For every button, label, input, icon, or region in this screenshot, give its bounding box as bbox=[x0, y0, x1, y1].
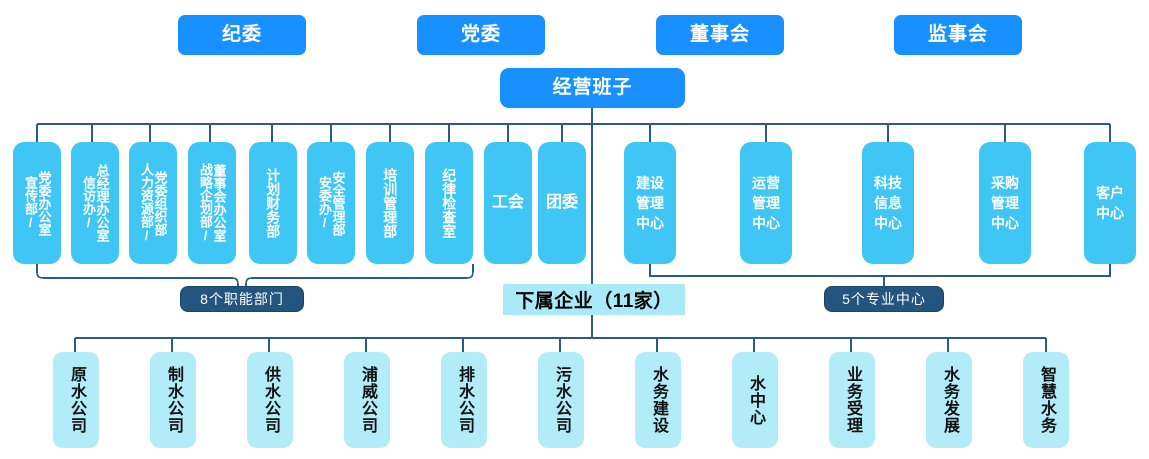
subsidiary-box-10[interactable]: 智慧水务 bbox=[1023, 352, 1069, 448]
caption-label: 下属企业（11家） bbox=[515, 291, 673, 312]
dept-label-line1: 纪律检查室 bbox=[441, 168, 458, 238]
center-label-line: 科技 bbox=[874, 174, 902, 191]
subsidiary-box-9[interactable]: 水务发展 bbox=[926, 352, 972, 448]
center-label-line: 管理 bbox=[991, 194, 1019, 211]
mass-org-box-gonghui[interactable]: 工会 bbox=[484, 142, 532, 264]
dept-label-line2: 安全管理部 bbox=[330, 170, 346, 236]
mass-org-label: 工会 bbox=[491, 193, 524, 211]
executive-label: 经营班子 bbox=[552, 77, 633, 99]
center-label-line: 信息 bbox=[874, 194, 902, 211]
center-box-4[interactable]: 客户 中心 bbox=[1084, 142, 1136, 264]
center-label: 建设 管理 中心 bbox=[636, 173, 664, 234]
dept-box-2[interactable]: 人力资源部/ 党委组织部 bbox=[129, 142, 177, 264]
subsidiary-label: 智慧水务 bbox=[1037, 366, 1055, 434]
center-box-0[interactable]: 建设 管理 中心 bbox=[624, 142, 676, 264]
subsidiary-label: 排水公司 bbox=[455, 366, 473, 434]
center-label-line: 中心 bbox=[636, 215, 664, 232]
gov-label: 董事会 bbox=[689, 24, 750, 46]
subsidiary-label: 制水公司 bbox=[164, 366, 182, 434]
center-label-line: 中心 bbox=[1096, 205, 1124, 221]
dept-box-0[interactable]: 宣传部/ 党委办公室 bbox=[13, 142, 61, 264]
dept-label-line1: 计划财务部 bbox=[265, 168, 282, 238]
center-label: 采购 管理 中心 bbox=[991, 173, 1019, 234]
caption-functional-departments[interactable]: 8个职能部门 bbox=[180, 286, 304, 312]
center-label-line: 中心 bbox=[752, 215, 780, 232]
center-label-line: 管理 bbox=[636, 194, 664, 211]
center-label-line: 中心 bbox=[991, 215, 1019, 232]
dept-box-1[interactable]: 信访办/ 总经理办公室 bbox=[71, 142, 119, 264]
subsidiary-box-5[interactable]: 污水公司 bbox=[538, 352, 584, 448]
dept-box-6[interactable]: 培训管理部 bbox=[366, 142, 414, 264]
gov-box-dangwei[interactable]: 党委 bbox=[417, 15, 545, 55]
dept-box-5[interactable]: 安委办/ 安全管理部 bbox=[307, 142, 355, 264]
center-label-line: 管理 bbox=[752, 194, 780, 211]
gov-label: 党委 bbox=[460, 24, 501, 46]
dept-label-line2: 党委组织部 bbox=[152, 170, 168, 236]
dept-label-line2: 总经理办公室 bbox=[94, 164, 110, 242]
center-label-line: 运营 bbox=[752, 174, 780, 191]
dept-label-line1: 培训管理部 bbox=[382, 168, 399, 238]
gov-box-jiwei[interactable]: 纪委 bbox=[178, 15, 306, 55]
dept-label-line1: 战略企划部/ bbox=[198, 163, 213, 243]
subsidiary-box-0[interactable]: 原水公司 bbox=[53, 352, 99, 448]
subsidiary-box-7[interactable]: 水中心 bbox=[732, 352, 778, 448]
caption-subsidiaries[interactable]: 下属企业（11家） bbox=[503, 284, 685, 315]
dept-label-line1: 安委办/ bbox=[317, 176, 332, 230]
dept-label-line1: 人力资源部/ bbox=[139, 163, 154, 243]
subsidiary-label: 供水公司 bbox=[261, 366, 279, 434]
subsidiary-label: 水务发展 bbox=[940, 366, 958, 434]
mass-org-box-tuanwei[interactable]: 团委 bbox=[538, 142, 586, 264]
subsidiary-label: 业务受理 bbox=[843, 366, 861, 434]
center-box-2[interactable]: 科技 信息 中心 bbox=[862, 142, 914, 264]
subsidiary-label: 原水公司 bbox=[67, 366, 85, 434]
gov-box-dongshihui[interactable]: 董事会 bbox=[656, 15, 784, 55]
center-label: 运营 管理 中心 bbox=[752, 173, 780, 234]
caption-professional-centers[interactable]: 5个专业中心 bbox=[824, 286, 944, 312]
center-label-line: 建设 bbox=[636, 174, 664, 191]
subsidiary-label: 浦威公司 bbox=[358, 366, 376, 434]
gov-box-jianshihui[interactable]: 监事会 bbox=[894, 15, 1022, 55]
subsidiary-label: 污水公司 bbox=[552, 366, 570, 434]
dept-box-3[interactable]: 战略企划部/ 董事会办公室 bbox=[188, 142, 236, 264]
subsidiary-box-1[interactable]: 制水公司 bbox=[150, 352, 196, 448]
center-label-line: 中心 bbox=[874, 215, 902, 232]
gov-label: 纪委 bbox=[221, 24, 262, 46]
caption-label: 8个职能部门 bbox=[200, 291, 284, 307]
dept-box-7[interactable]: 纪律检查室 bbox=[425, 142, 473, 264]
dept-label-line1: 宣传部/ bbox=[23, 176, 38, 230]
executive-box[interactable]: 经营班子 bbox=[500, 68, 685, 108]
center-box-3[interactable]: 采购 管理 中心 bbox=[979, 142, 1031, 264]
center-box-1[interactable]: 运营 管理 中心 bbox=[740, 142, 792, 264]
center-label: 科技 信息 中心 bbox=[874, 173, 902, 234]
gov-label: 监事会 bbox=[927, 24, 988, 46]
subsidiary-box-8[interactable]: 业务受理 bbox=[829, 352, 875, 448]
center-label-line: 采购 bbox=[991, 174, 1019, 191]
dept-label-line1: 信访办/ bbox=[81, 176, 96, 230]
subsidiary-box-2[interactable]: 供水公司 bbox=[247, 352, 293, 448]
center-label: 客户 中心 bbox=[1096, 183, 1124, 224]
caption-label: 5个专业中心 bbox=[842, 291, 926, 307]
subsidiary-label: 水务建设 bbox=[649, 366, 667, 434]
subsidiary-box-4[interactable]: 排水公司 bbox=[441, 352, 487, 448]
center-label-line: 客户 bbox=[1096, 184, 1124, 201]
mass-org-label: 团委 bbox=[545, 193, 578, 211]
subsidiary-label: 水中心 bbox=[746, 374, 764, 426]
subsidiary-box-3[interactable]: 浦威公司 bbox=[344, 352, 390, 448]
dept-box-4[interactable]: 计划财务部 bbox=[249, 142, 297, 264]
dept-label-line2: 董事会办公室 bbox=[211, 164, 227, 242]
dept-label-line2: 党委办公室 bbox=[36, 170, 52, 236]
subsidiary-box-6[interactable]: 水务建设 bbox=[635, 352, 681, 448]
